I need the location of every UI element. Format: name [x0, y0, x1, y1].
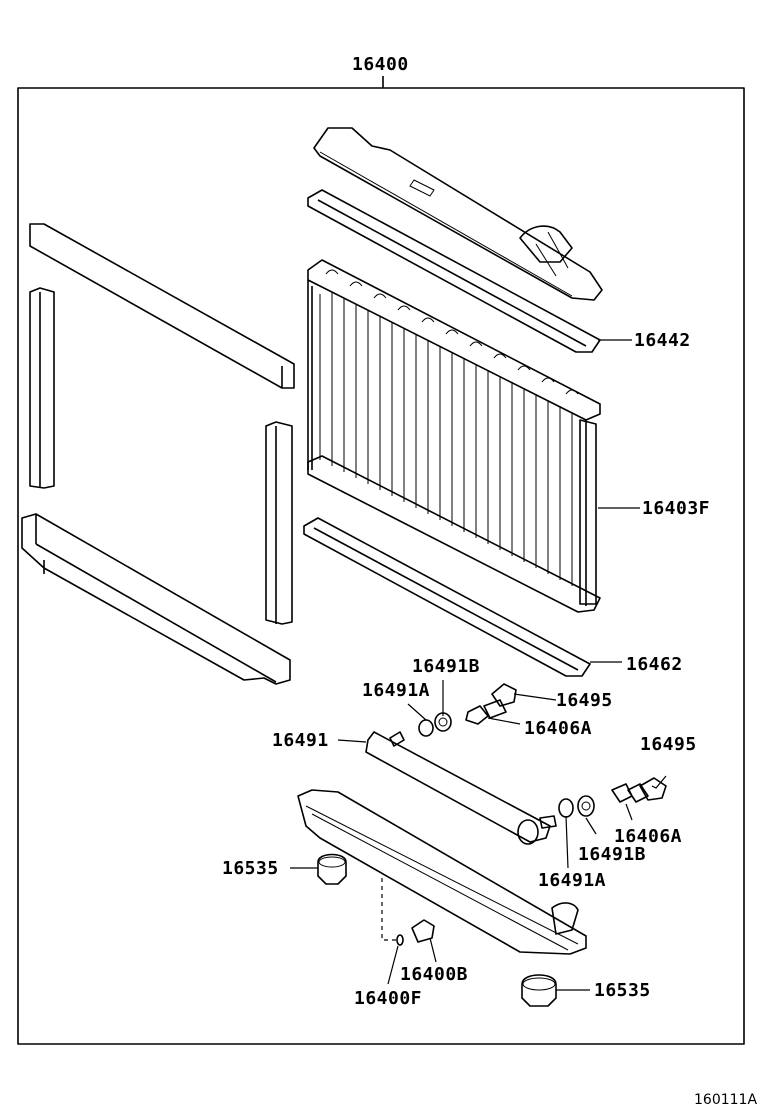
label-16406a-right: 16406A [614, 826, 682, 847]
label-16491a-top: 16491A [362, 680, 430, 701]
diagram-code: 160111A [694, 1092, 757, 1108]
cushion-left [317, 853, 347, 885]
label-16491a-bot: 16491A [538, 870, 606, 891]
seal-left [29, 287, 55, 489]
label-16491: 16491 [272, 730, 329, 751]
seal-bottom [21, 513, 291, 685]
lower-tank [297, 789, 587, 955]
o-ring-b-bot [577, 795, 595, 817]
label-16406a-top: 16406A [524, 718, 592, 739]
drain-gasket [396, 934, 404, 946]
upper-tank [313, 127, 603, 301]
label-16495-right: 16495 [640, 734, 697, 755]
upper-gasket [307, 189, 601, 353]
pipe-bolt-right [639, 777, 667, 801]
label-16442: 16442 [634, 330, 691, 351]
oil-cooler [365, 731, 557, 845]
o-ring-a-bot [558, 798, 574, 818]
label-16535-bottom: 16535 [594, 980, 651, 1001]
seal-right [265, 421, 293, 625]
label-16400b: 16400B [400, 964, 468, 985]
cushion-bottom [521, 974, 557, 1007]
label-16462: 16462 [626, 654, 683, 675]
label-16403f: 16403F [642, 498, 710, 519]
label-16400: 16400 [352, 54, 409, 75]
label-16495-top: 16495 [556, 690, 613, 711]
union-nut-right [611, 783, 649, 803]
label-16535-left: 16535 [222, 858, 279, 879]
union-nut-top [465, 699, 507, 725]
drain-dashed-line [381, 878, 396, 941]
label-16400f: 16400F [354, 988, 422, 1009]
label-16491b-bot: 16491B [578, 844, 646, 865]
seal-top [29, 223, 295, 389]
label-16491b-top: 16491B [412, 656, 480, 677]
drain-cock [411, 919, 435, 943]
o-ring-a-top [418, 719, 434, 737]
lower-gasket [303, 517, 591, 677]
assembly-frame [17, 76, 745, 1045]
pipe-bolt-top [491, 683, 517, 707]
radiator-core [307, 259, 601, 613]
